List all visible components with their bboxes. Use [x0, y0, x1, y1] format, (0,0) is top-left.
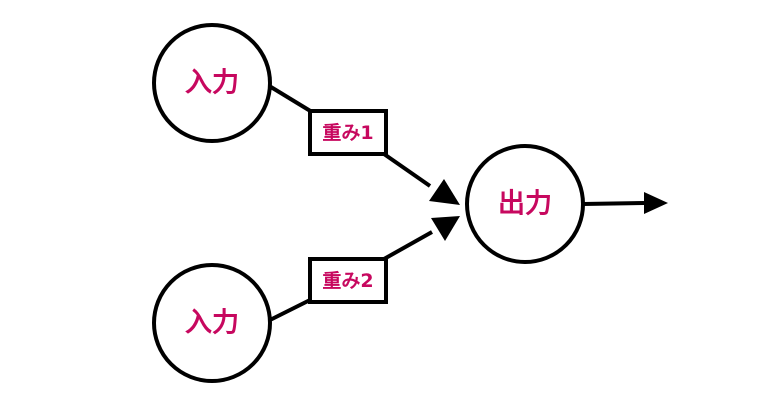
output-node-circle — [465, 144, 585, 264]
output-node-label: 出力 — [498, 189, 552, 220]
weight-box-1-label: 重み1 — [322, 122, 373, 144]
weight-box-2-label: 重み2 — [322, 270, 373, 292]
weight-box-2-rect — [308, 257, 388, 304]
input-node-2-circle — [152, 263, 272, 383]
arrowhead-output — [644, 192, 668, 214]
input-node-1: 入力 — [152, 23, 272, 143]
edge-input1-to-weight1 — [264, 82, 314, 114]
weight-box-2: 重み2 — [308, 257, 388, 304]
arrow-weight1-to-output — [382, 152, 432, 188]
arrowhead-weight1 — [429, 179, 460, 205]
weight-box-1-rect — [308, 109, 388, 156]
arrow-weight2-to-output — [383, 230, 433, 261]
input-node-1-circle — [152, 23, 272, 143]
edge-input2-to-weight2 — [265, 297, 313, 324]
weight-box-1: 重み1 — [308, 109, 388, 156]
arrowhead-weight2 — [431, 216, 460, 241]
arrow-output — [582, 201, 645, 206]
input-node-2: 入力 — [152, 263, 272, 383]
output-node: 出力 — [465, 144, 585, 264]
input-node-1-label: 入力 — [185, 68, 239, 99]
input-node-2-label: 入力 — [185, 308, 239, 339]
